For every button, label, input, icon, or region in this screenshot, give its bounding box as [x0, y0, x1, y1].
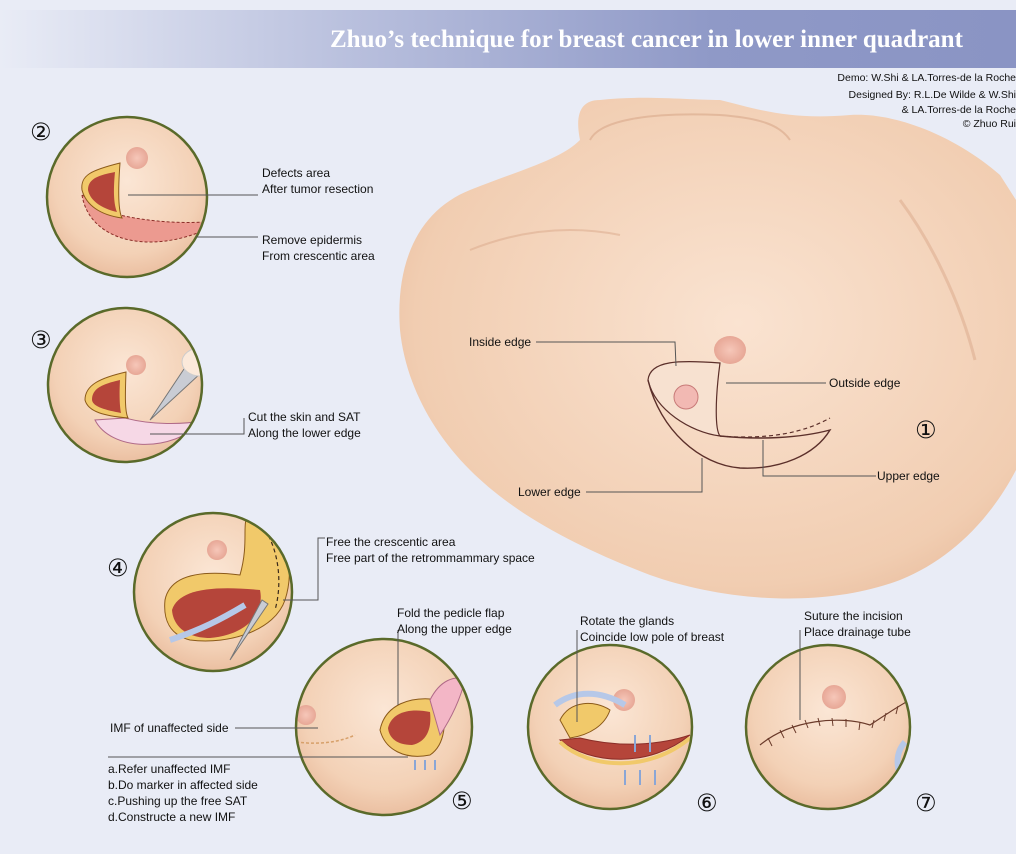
step2-text-2: After tumor resection [262, 181, 373, 197]
list-item: d.Constructe a new IMF [108, 809, 258, 825]
label-lower-edge: Lower edge [518, 484, 581, 500]
tumor [674, 385, 698, 409]
nipple [714, 336, 746, 364]
step4-text-1: Free the crescentic area [326, 534, 455, 550]
step3-text-1: Cut the skin and SAT [248, 409, 361, 425]
circle-step-6 [528, 645, 692, 809]
label-inside-edge: Inside edge [469, 334, 531, 350]
label-upper-edge: Upper edge [877, 468, 940, 484]
circle-step-2 [47, 117, 225, 277]
circle-step-5 [296, 639, 472, 815]
step6-text-2: Coincide low pole of breast [580, 629, 724, 645]
step-number-3: ③ [30, 327, 52, 353]
step-number-4: ④ [107, 555, 129, 581]
step5-text-1: Fold the pedicle flap [397, 605, 504, 621]
circle-step-7 [746, 645, 910, 809]
step2-text-1: Defects area [262, 165, 330, 181]
step5-text-2: Along the upper edge [397, 621, 512, 637]
step-number-7: ⑦ [915, 790, 937, 816]
step-number-2: ② [30, 119, 52, 145]
label-outside-edge: Outside edge [829, 375, 900, 391]
step-number-5: ⑤ [451, 788, 473, 814]
step4-text-2: Free part of the retrommammary space [326, 550, 535, 566]
step5-list: a.Refer unaffected IMF b.Do marker in af… [108, 761, 258, 825]
list-item: c.Pushing up the free SAT [108, 793, 258, 809]
list-item: a.Refer unaffected IMF [108, 761, 258, 777]
step2-text-3: Remove epidermis [262, 232, 362, 248]
step2-text-4: From crescentic area [262, 248, 375, 264]
step-number-1: ① [915, 417, 937, 443]
step7-text-1: Suture the incision [804, 608, 903, 624]
step5-imf-label: IMF of unaffected side [110, 720, 229, 736]
step7-text-2: Place drainage tube [804, 624, 911, 640]
step3-text-2: Along the lower edge [248, 425, 361, 441]
circle-step-4 [134, 513, 292, 671]
circle-step-3 [48, 308, 218, 462]
step6-text-1: Rotate the glands [580, 613, 674, 629]
step-number-6: ⑥ [696, 790, 718, 816]
list-item: b.Do marker in affected side [108, 777, 258, 793]
